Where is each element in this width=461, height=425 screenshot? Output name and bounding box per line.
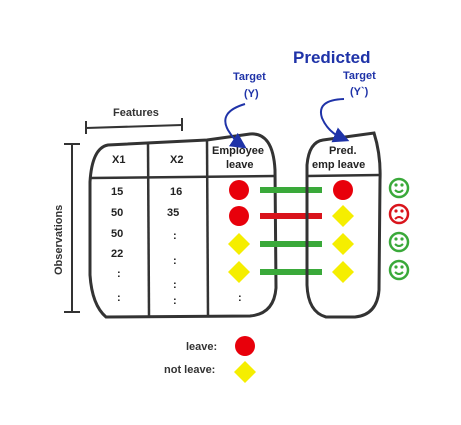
employee-leave-cell: : (238, 292, 242, 304)
data-table-outline (88, 132, 278, 319)
features-label: Features (113, 107, 159, 119)
employee-leave-marker (228, 261, 250, 283)
employee-leave-marker (229, 206, 249, 226)
x1-cell: : (117, 268, 121, 280)
features-bracket (85, 118, 183, 134)
observations-label: Observations (53, 205, 65, 275)
x2-cell: : (173, 255, 177, 267)
x2-cell: 16 (170, 186, 182, 198)
employee-leave-marker (228, 233, 250, 255)
x1-cell: 50 (111, 228, 123, 240)
face-eye (400, 265, 404, 269)
legend-leave-marker (235, 336, 255, 356)
header-employee-line2: leave (226, 159, 254, 171)
face-eye (400, 237, 404, 241)
face-outline (388, 259, 410, 281)
legend-leave-label: leave: (186, 341, 217, 353)
face-eye (394, 265, 398, 269)
match-connectors (260, 187, 322, 275)
x2-cell: : (173, 295, 177, 307)
smiley-face-icon (388, 259, 410, 281)
face-eye (400, 183, 404, 187)
x2-cell: : (173, 230, 177, 242)
x1-cell: 22 (111, 248, 123, 260)
x2-cell: 35 (167, 207, 179, 219)
predicted-leave-marker (332, 205, 354, 227)
header-x1: X1 (112, 154, 125, 166)
x2-cell: : (173, 279, 177, 291)
target-label: Target (233, 71, 266, 83)
legend-not-leave-marker (234, 361, 256, 383)
face-eye (394, 183, 398, 187)
predicted-target-symbol: (Y`) (350, 86, 369, 98)
x1-cell: : (117, 292, 121, 304)
observations-bracket (64, 143, 80, 313)
predicted-title: Predicted (293, 48, 370, 67)
predicted-leave-marker (332, 233, 354, 255)
face-outline (388, 203, 410, 225)
employee-leave-markers (228, 180, 250, 283)
face-mouth (394, 271, 404, 275)
legend-not-leave-label: not leave: (164, 364, 215, 376)
result-faces (388, 177, 410, 281)
face-eye (394, 237, 398, 241)
x1-cell: 50 (111, 207, 123, 219)
data-table-header-divider (89, 174, 276, 180)
predicted-table-outline (305, 131, 382, 319)
predicted-leave-markers (332, 180, 354, 283)
header-pred-line1: Pred. (329, 145, 357, 157)
face-outline (388, 231, 410, 253)
face-mouth (394, 216, 404, 220)
header-pred-line2: emp leave (312, 159, 365, 171)
predicted-leave-marker (333, 180, 353, 200)
predicted-table-header-divider (306, 173, 381, 178)
predicted-target-label: Target (343, 70, 376, 82)
face-mouth (394, 243, 404, 247)
header-employee-line1: Employee (212, 145, 264, 157)
sad-face-icon (388, 203, 410, 225)
smiley-face-icon (388, 231, 410, 253)
face-eye (400, 209, 404, 213)
target-arrow (224, 103, 247, 149)
x1-cell: 15 (111, 186, 123, 198)
employee-leave-marker (229, 180, 249, 200)
predicted-leave-marker (332, 261, 354, 283)
header-x2: X2 (170, 154, 183, 166)
data-table-col-divider-2 (205, 139, 210, 317)
face-mouth (394, 189, 404, 193)
face-outline (388, 177, 410, 199)
data-table-col-divider-1 (146, 142, 151, 317)
predicted-target-arrow (320, 98, 350, 143)
smiley-face-icon (388, 177, 410, 199)
target-symbol: (Y) (244, 88, 259, 100)
face-eye (394, 209, 398, 213)
